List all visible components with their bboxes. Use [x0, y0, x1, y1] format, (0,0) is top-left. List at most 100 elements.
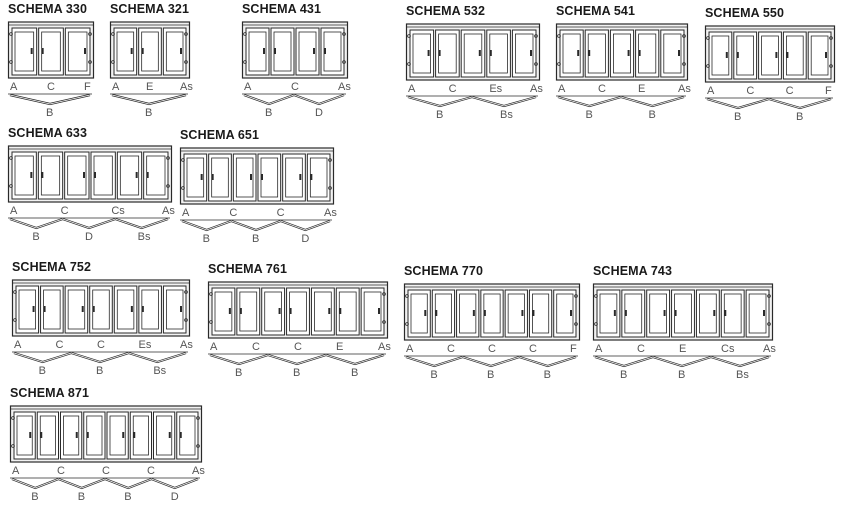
panel-glass [562, 33, 581, 74]
schema-title: SCHEMA 321 [110, 2, 190, 16]
fold-leaf-inner [652, 356, 712, 367]
hinge-dot [594, 294, 598, 298]
panel-handle [438, 50, 441, 56]
top-label: As [678, 83, 691, 95]
panel-handle [94, 172, 96, 178]
top-label: A [210, 341, 218, 353]
top-label: A [182, 207, 190, 219]
panel-glass [649, 293, 667, 334]
panel-handle [324, 48, 326, 54]
panel-handle [30, 48, 33, 54]
fold-leaf-inner [706, 98, 770, 109]
fold-leaf [151, 477, 199, 490]
panel-sash [11, 27, 38, 76]
top-label: E [638, 83, 645, 95]
panel-sash [553, 289, 577, 338]
bottom-label: B [544, 369, 551, 381]
door-panel [480, 289, 504, 338]
door-panel [782, 31, 807, 80]
panel-sash [504, 289, 528, 338]
fold-leaf-inner [768, 98, 832, 109]
panel-handle [29, 432, 32, 438]
top-label: C [229, 207, 237, 219]
panel-handle [478, 50, 481, 56]
panel-glass [14, 155, 34, 196]
top-label: As [324, 207, 337, 219]
top-label: Es [489, 83, 502, 95]
door-panel [245, 27, 270, 76]
door-panel [261, 287, 286, 336]
schema-title: SCHEMA 752 [12, 260, 92, 274]
door-panel [720, 289, 745, 338]
top-label: A [707, 85, 715, 97]
fold-leaf [9, 93, 91, 106]
door-panel [162, 285, 187, 334]
panel-sash [261, 287, 286, 336]
panel-handle [613, 310, 616, 316]
panel-handle [763, 310, 765, 316]
bottom-label: B [436, 109, 443, 121]
panel-glass [507, 293, 525, 334]
panel-glass [599, 293, 618, 334]
panel-handle [825, 52, 827, 58]
hinge-dot [88, 32, 92, 36]
panel-sash [40, 285, 64, 334]
hinge-dot [342, 32, 346, 36]
panel-glass [412, 33, 432, 74]
panel-handle [736, 52, 739, 58]
panel-sash [320, 27, 345, 76]
door-panel [64, 285, 89, 334]
panel-glass [289, 291, 307, 332]
panel-glass [116, 289, 135, 330]
door-panel [257, 153, 282, 202]
hinge-dot [9, 32, 13, 36]
panel-glass [14, 31, 35, 72]
panel-handle [130, 306, 133, 312]
fold-leaf-inner [462, 356, 520, 367]
door-panel [138, 285, 162, 334]
panel-handle [168, 432, 171, 438]
hinge-dot [184, 60, 188, 64]
panel-glass [748, 293, 767, 334]
top-label: C [598, 83, 606, 95]
door-panel [807, 31, 832, 80]
door-panel [113, 285, 138, 334]
schema-title: SCHEMA 633 [8, 126, 88, 140]
panel-glass [235, 157, 254, 198]
panel-handle [435, 310, 438, 316]
panel-sash [11, 151, 37, 200]
top-label: C [449, 83, 457, 95]
door-panel [13, 411, 36, 460]
panel-handle [146, 172, 149, 178]
panel-sash [89, 285, 113, 334]
top-label: C [57, 465, 65, 477]
panel-handle [577, 50, 580, 56]
schema-title: SCHEMA 330 [8, 2, 88, 16]
hinge-dot [829, 36, 833, 40]
top-label: C [97, 339, 105, 351]
panel-handle [424, 310, 427, 316]
hinge-dot [594, 322, 598, 326]
panel-handle [141, 306, 144, 312]
fold-leaf-inner [325, 354, 385, 365]
panel-handle [624, 310, 627, 316]
top-label: E [146, 81, 153, 93]
panel-sash [211, 287, 236, 336]
panel-glass [515, 33, 534, 74]
panel-sash [646, 289, 671, 338]
panel-sash [113, 285, 138, 334]
door-panel [360, 287, 385, 336]
fold-leaf-inner [62, 218, 116, 229]
fold-leaf [243, 93, 295, 106]
panel-sash [183, 153, 208, 202]
panel-handle [724, 310, 727, 316]
panel-glass [156, 415, 173, 456]
panel-handle [180, 306, 182, 312]
hinge-dot [13, 290, 17, 294]
panel-glass [613, 33, 632, 74]
panel-sash [15, 285, 40, 334]
panel-sash [236, 287, 261, 336]
door-panel [113, 27, 138, 76]
